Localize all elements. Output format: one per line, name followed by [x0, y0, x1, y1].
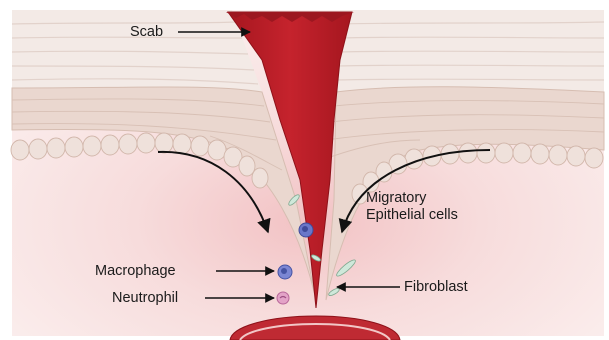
fibroblast-label: Fibroblast [404, 279, 468, 295]
migratory-label-line2: Epithelial cells [366, 207, 458, 223]
neutrophil-label: Neutrophil [112, 290, 178, 306]
macrophage-cell [278, 265, 292, 279]
neutrophil-cell [277, 292, 289, 304]
macrophage-label: Macrophage [95, 263, 176, 279]
migratory-label-line1: Migratory [366, 190, 426, 206]
scab-label: Scab [130, 24, 163, 40]
macrophage-in-wound [299, 223, 313, 237]
